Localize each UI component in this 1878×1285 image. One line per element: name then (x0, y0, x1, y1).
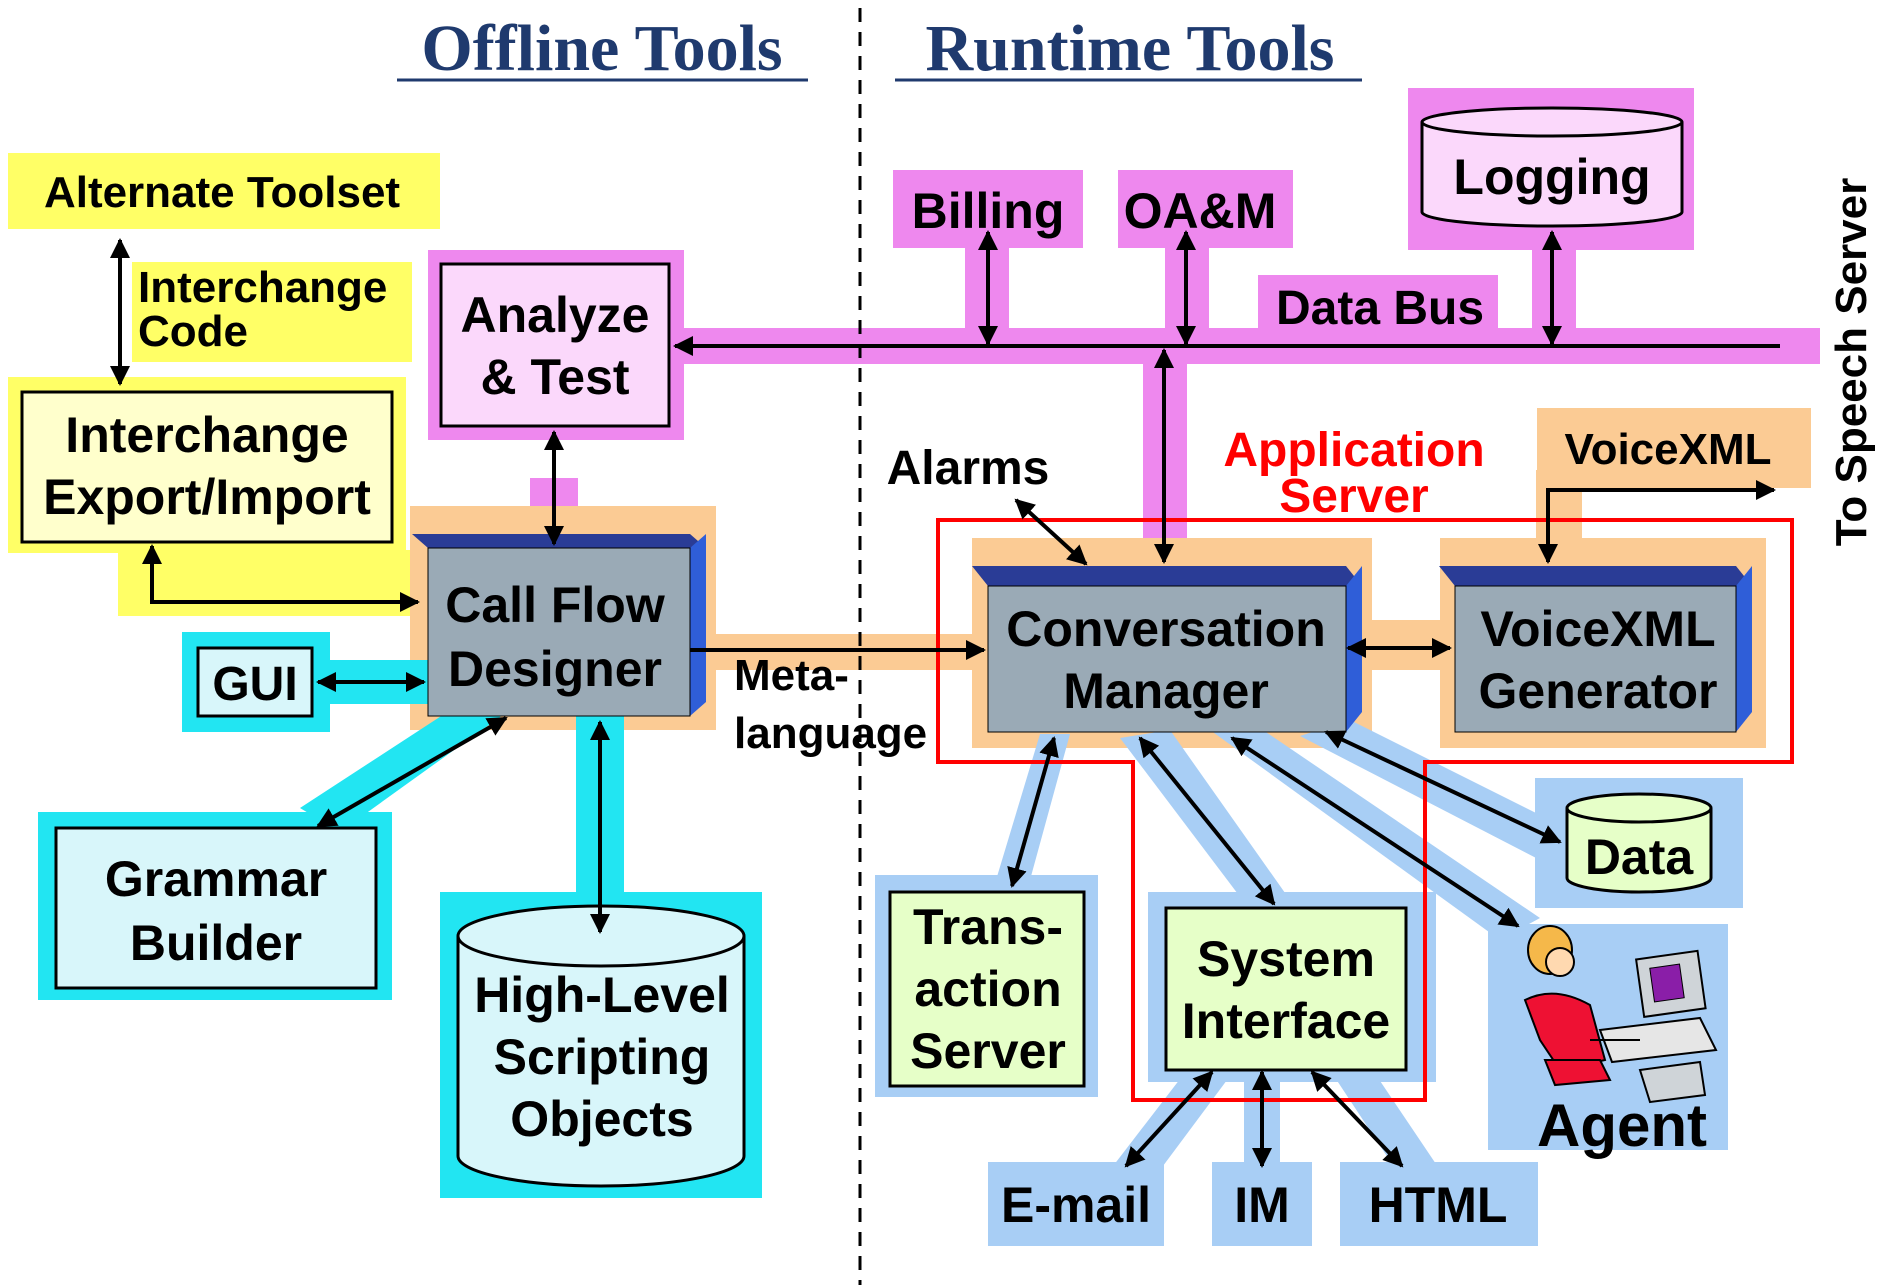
interchange-code-halo (132, 262, 412, 362)
scripting-objects-line2: Scripting (494, 1029, 711, 1085)
interchange-export-line2: Export/Import (43, 469, 371, 525)
vxml-speech-link (1538, 480, 1776, 564)
offline-tools-heading: Offline Tools (421, 12, 782, 85)
analyze-test-line1: Analyze (461, 287, 650, 343)
sysif-html-link (1310, 1070, 1404, 1168)
connector-layer (110, 230, 1780, 1168)
alternate-toolset-label: Alternate Toolset (44, 168, 400, 217)
transaction-server-box (888, 890, 1086, 1088)
alarms-cm-link (1014, 498, 1088, 566)
transaction-server-line2: action (914, 961, 1061, 1017)
alternate-toolset-halo (8, 153, 440, 229)
im-halo (1212, 1162, 1312, 1246)
interchange-code-line1: Interchange (138, 263, 387, 312)
html-halo (1340, 1162, 1538, 1246)
call-flow-designer-line1: Call Flow (445, 577, 665, 633)
export-link-halo (118, 550, 418, 616)
gui-label: GUI (212, 658, 297, 711)
meta-language-line2: language (734, 709, 927, 758)
box-layer (20, 262, 1408, 1088)
application-server-line2: Server (1279, 470, 1428, 523)
interchange-code-line2: Code (138, 307, 248, 356)
voicexml-out-label: VoiceXML (1564, 425, 1771, 474)
transaction-server-line1: Trans- (913, 899, 1063, 955)
im-label: IM (1234, 1177, 1290, 1233)
meta-language-line1: Meta- (734, 651, 849, 700)
grammar-builder-line2: Builder (130, 915, 302, 971)
logging-cylinder (1420, 106, 1684, 228)
oam-label: OA&M (1124, 183, 1277, 239)
scripting-objects-cylinder (456, 904, 746, 1188)
conversation-manager-line1: Conversation (1006, 601, 1326, 657)
application-server-boundary (936, 518, 1794, 1102)
data-label: Data (1585, 829, 1695, 885)
data-bus-label-halo (1258, 275, 1498, 335)
gui-box (196, 646, 314, 718)
html-label: HTML (1369, 1177, 1508, 1233)
cm-sysif-link (1138, 736, 1276, 906)
agent-label: Agent (1537, 1092, 1707, 1159)
interchange-export-box (20, 390, 394, 544)
voicexml-generator-line1: VoiceXML (1480, 601, 1715, 657)
alarms-label: Alarms (887, 442, 1050, 495)
cm-transaction-link (1007, 736, 1059, 888)
cm-data-link (1324, 730, 1562, 844)
oam-halo (1118, 170, 1293, 248)
grammar-builder-line1: Grammar (105, 851, 327, 907)
vxml-out-link-halo (1536, 470, 1582, 550)
scripting-objects-line3: Objects (510, 1091, 693, 1147)
call-flow-designer-line2: Designer (448, 641, 662, 697)
agent-illustration (1523, 925, 1718, 1104)
voicexml-generator-3d (1439, 566, 1752, 733)
conversation-manager-3d (972, 566, 1362, 733)
voicexml-generator-line2: Generator (1479, 663, 1718, 719)
export-callflow-link (142, 544, 420, 612)
logging-label: Logging (1453, 149, 1650, 205)
analyze-test-box (439, 262, 671, 428)
grammar-callflow-link (316, 716, 508, 828)
email-halo (988, 1162, 1164, 1246)
interchange-export-line1: Interchange (65, 407, 348, 463)
data-bus-label: Data Bus (1276, 282, 1484, 335)
application-server-line1: Application (1223, 424, 1484, 477)
email-label: E-mail (1001, 1177, 1151, 1233)
to-speech-server-label: To Speech Server (1827, 178, 1876, 546)
grammar-builder-box (54, 826, 378, 990)
conversation-manager-line2: Manager (1063, 663, 1269, 719)
system-interface-line2: Interface (1182, 993, 1390, 1049)
call-flow-designer-3d (412, 534, 706, 717)
runtime-tools-heading: Runtime Tools (926, 12, 1335, 85)
transaction-server-line3: Server (910, 1023, 1066, 1079)
voicexml-label-halo (1537, 408, 1811, 488)
analyze-test-line2: & Test (480, 349, 629, 405)
data-cylinder (1565, 792, 1713, 894)
billing-label: Billing (912, 183, 1065, 239)
sysif-email-link (1124, 1070, 1214, 1168)
scripting-objects-line1: High-Level (474, 967, 730, 1023)
system-interface-line1: System (1197, 931, 1375, 987)
label-layer: Alternate Toolset Interchange Code Inter… (43, 149, 1876, 1233)
